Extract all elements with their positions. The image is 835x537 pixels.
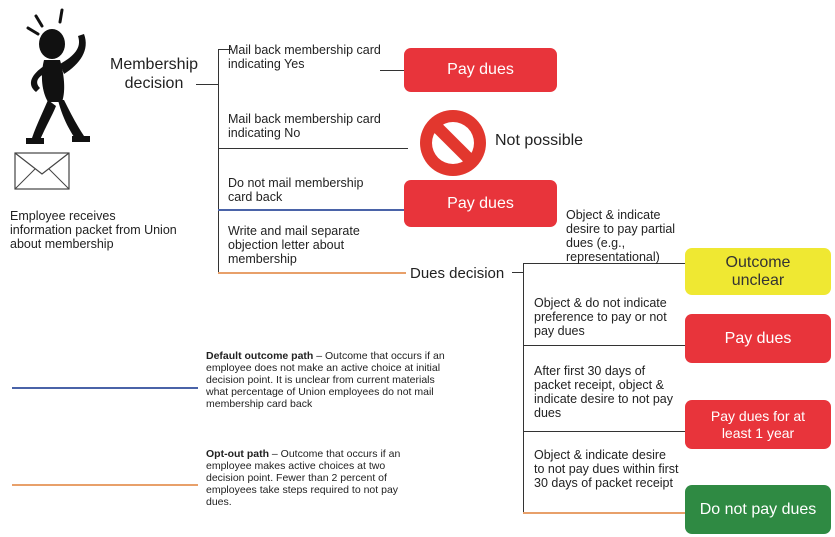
membership-decision-label: Membership decision bbox=[109, 56, 199, 92]
outcome-pay-dues-1: Pay dues bbox=[404, 48, 557, 92]
dues-option-3: After first 30 days of packet receipt, o… bbox=[534, 364, 673, 420]
membership-branch-4 bbox=[218, 272, 406, 274]
membership-branch-3 bbox=[218, 209, 408, 211]
legend-default-desc: – Outcome that occurs if an employee doe… bbox=[206, 350, 445, 410]
legend-optout-title: Opt-out path bbox=[206, 448, 269, 460]
membership-option-3: Do not mail membership card back bbox=[228, 176, 364, 204]
dues-branch-3 bbox=[523, 431, 685, 432]
dues-branch-1 bbox=[523, 263, 685, 264]
membership-option-4: Write and mail separate objection letter… bbox=[228, 224, 360, 266]
membership-branch-1 bbox=[218, 49, 232, 50]
legend-default-text: Default outcome path – Outcome that occu… bbox=[206, 350, 446, 410]
dues-option-1: Object & indicate desire to pay partial … bbox=[566, 208, 676, 264]
membership-option-2: Mail back membership card indicating No bbox=[228, 112, 381, 140]
legend-optout-text: Opt-out path – Outcome that occurs if an… bbox=[206, 448, 426, 508]
envelope-icon bbox=[14, 152, 70, 190]
not-possible-label: Not possible bbox=[495, 132, 584, 149]
legend-default-line bbox=[12, 387, 198, 389]
no-symbol-icon bbox=[420, 110, 486, 176]
outcome-pay-dues-year: Pay dues for at least 1 year bbox=[685, 400, 831, 449]
connector-decision bbox=[196, 84, 218, 85]
outcome-unclear: Outcome unclear bbox=[685, 248, 831, 295]
dues-trunk bbox=[523, 263, 524, 513]
membership-option-1: Mail back membership card indicating Yes bbox=[228, 43, 381, 71]
legend-optout-line bbox=[12, 484, 198, 486]
dues-decision-label: Dues decision bbox=[410, 265, 505, 282]
outcome-do-not-pay: Do not pay dues bbox=[685, 485, 831, 534]
outcome-pay-dues-2: Pay dues bbox=[404, 180, 557, 227]
dues-option-2: Object & do not indicate preference to p… bbox=[534, 296, 667, 338]
outcome-pay-dues-3: Pay dues bbox=[685, 314, 831, 363]
dues-branch-2 bbox=[523, 345, 685, 346]
connector-to-pay-1 bbox=[380, 70, 408, 71]
legend-default-title: Default outcome path bbox=[206, 350, 314, 362]
membership-trunk bbox=[218, 49, 219, 274]
confused-person-icon bbox=[26, 8, 90, 144]
employee-caption: Employee receives information packet fro… bbox=[10, 209, 177, 251]
dues-branch-4 bbox=[523, 512, 685, 514]
dues-connector bbox=[512, 272, 524, 273]
membership-branch-2 bbox=[218, 148, 408, 149]
legend-optout-desc: – Outcome that occurs if an employee mak… bbox=[206, 448, 401, 508]
dues-option-4: Object & indicate desire to not pay dues… bbox=[534, 448, 679, 490]
